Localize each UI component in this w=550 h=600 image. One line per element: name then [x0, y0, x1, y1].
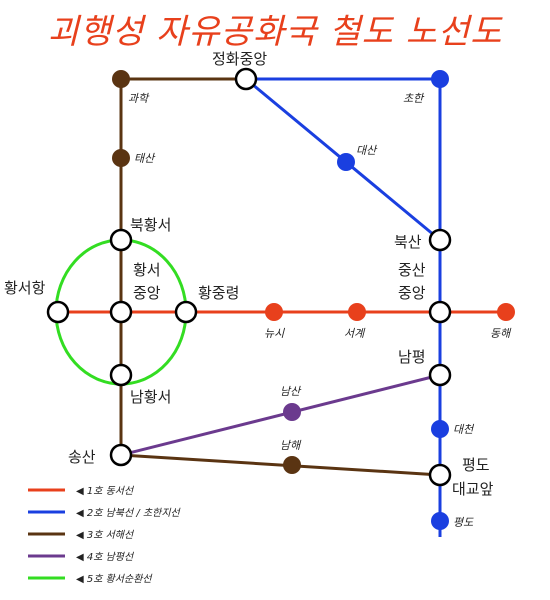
station-daecheon[interactable] [431, 420, 449, 438]
legend-label-line1: ◀ 1호 동서선 [76, 485, 135, 497]
label-buksan: 북산 [394, 233, 422, 251]
line3-track-south [120, 453, 441, 477]
label-bukhwangseo: 북황서 [130, 216, 171, 234]
label-gwahak: 과학 [128, 92, 150, 105]
station-gwahak[interactable] [112, 70, 130, 88]
label-hwangseohang: 황서항 [4, 279, 46, 297]
label-donghae: 동해 [490, 327, 512, 340]
station-donghae[interactable] [497, 303, 515, 321]
legend-label-line2: ◀ 2호 남북선 / 초한지선 [76, 507, 182, 519]
station-taesan[interactable] [112, 149, 130, 167]
label-hwangseo-line2: 중앙 [133, 284, 161, 302]
label-namhwangseo: 남황서 [130, 388, 171, 406]
label-namsan: 남산 [280, 385, 302, 398]
station-songsan[interactable] [109, 443, 133, 467]
station-nyusi[interactable] [265, 303, 283, 321]
label-pyeongdo: 평도 [453, 516, 474, 529]
station-pyeongdo[interactable] [431, 512, 449, 530]
legend-label-line5: ◀ 5호 황서순환선 [76, 573, 153, 585]
station-hwangseo-jungang[interactable] [109, 300, 133, 324]
label-nampyeong: 남평 [398, 348, 426, 366]
station-buksan[interactable] [428, 228, 452, 252]
label-chohan: 초한 [403, 92, 425, 105]
legend-label-line4: ◀ 4호 남평선 [76, 551, 135, 563]
label-hwangseo-line1: 황서 [133, 261, 161, 279]
label-daesan: 대산 [356, 144, 378, 157]
label-taesan: 태산 [134, 152, 156, 165]
label-jungsan-line2: 중앙 [398, 284, 426, 302]
legend-label-line3: ◀ 3호 서해선 [76, 529, 135, 541]
label-pyeongdo-dg1: 평도 [462, 456, 490, 474]
station-nampyeong[interactable] [428, 363, 452, 387]
label-seogye: 서계 [344, 327, 366, 340]
station-jeonghwa[interactable] [234, 67, 258, 91]
station-bukhwangseo[interactable] [109, 228, 133, 252]
station-seogye[interactable] [348, 303, 366, 321]
label-songsan: 송산 [68, 448, 96, 466]
station-pyeongdo-daegyo[interactable] [428, 463, 452, 487]
label-namhae: 남해 [280, 439, 302, 452]
station-jungsan-jungang[interactable] [428, 300, 452, 324]
label-daecheon: 대천 [453, 423, 475, 436]
station-namsan[interactable] [283, 403, 301, 421]
station-chohan[interactable] [431, 70, 449, 88]
station-namhwangseo[interactable] [109, 363, 133, 387]
label-pyeongdo-dg2: 대교앞 [452, 480, 494, 498]
station-namhae[interactable] [283, 456, 301, 474]
label-jungsan-line1: 중산 [398, 261, 426, 279]
station-hwangjung[interactable] [174, 300, 198, 324]
station-daesan[interactable] [337, 153, 355, 171]
station-hwangseohang[interactable] [46, 300, 70, 324]
map-title: 괴행성 자유공화국 철도 노선도 [47, 12, 503, 52]
line4-track [120, 373, 441, 457]
label-jeonghwa: 정화중앙 [212, 50, 267, 68]
label-hwangjung: 황중령 [198, 284, 239, 302]
label-nyusi: 뉴시 [264, 327, 285, 340]
